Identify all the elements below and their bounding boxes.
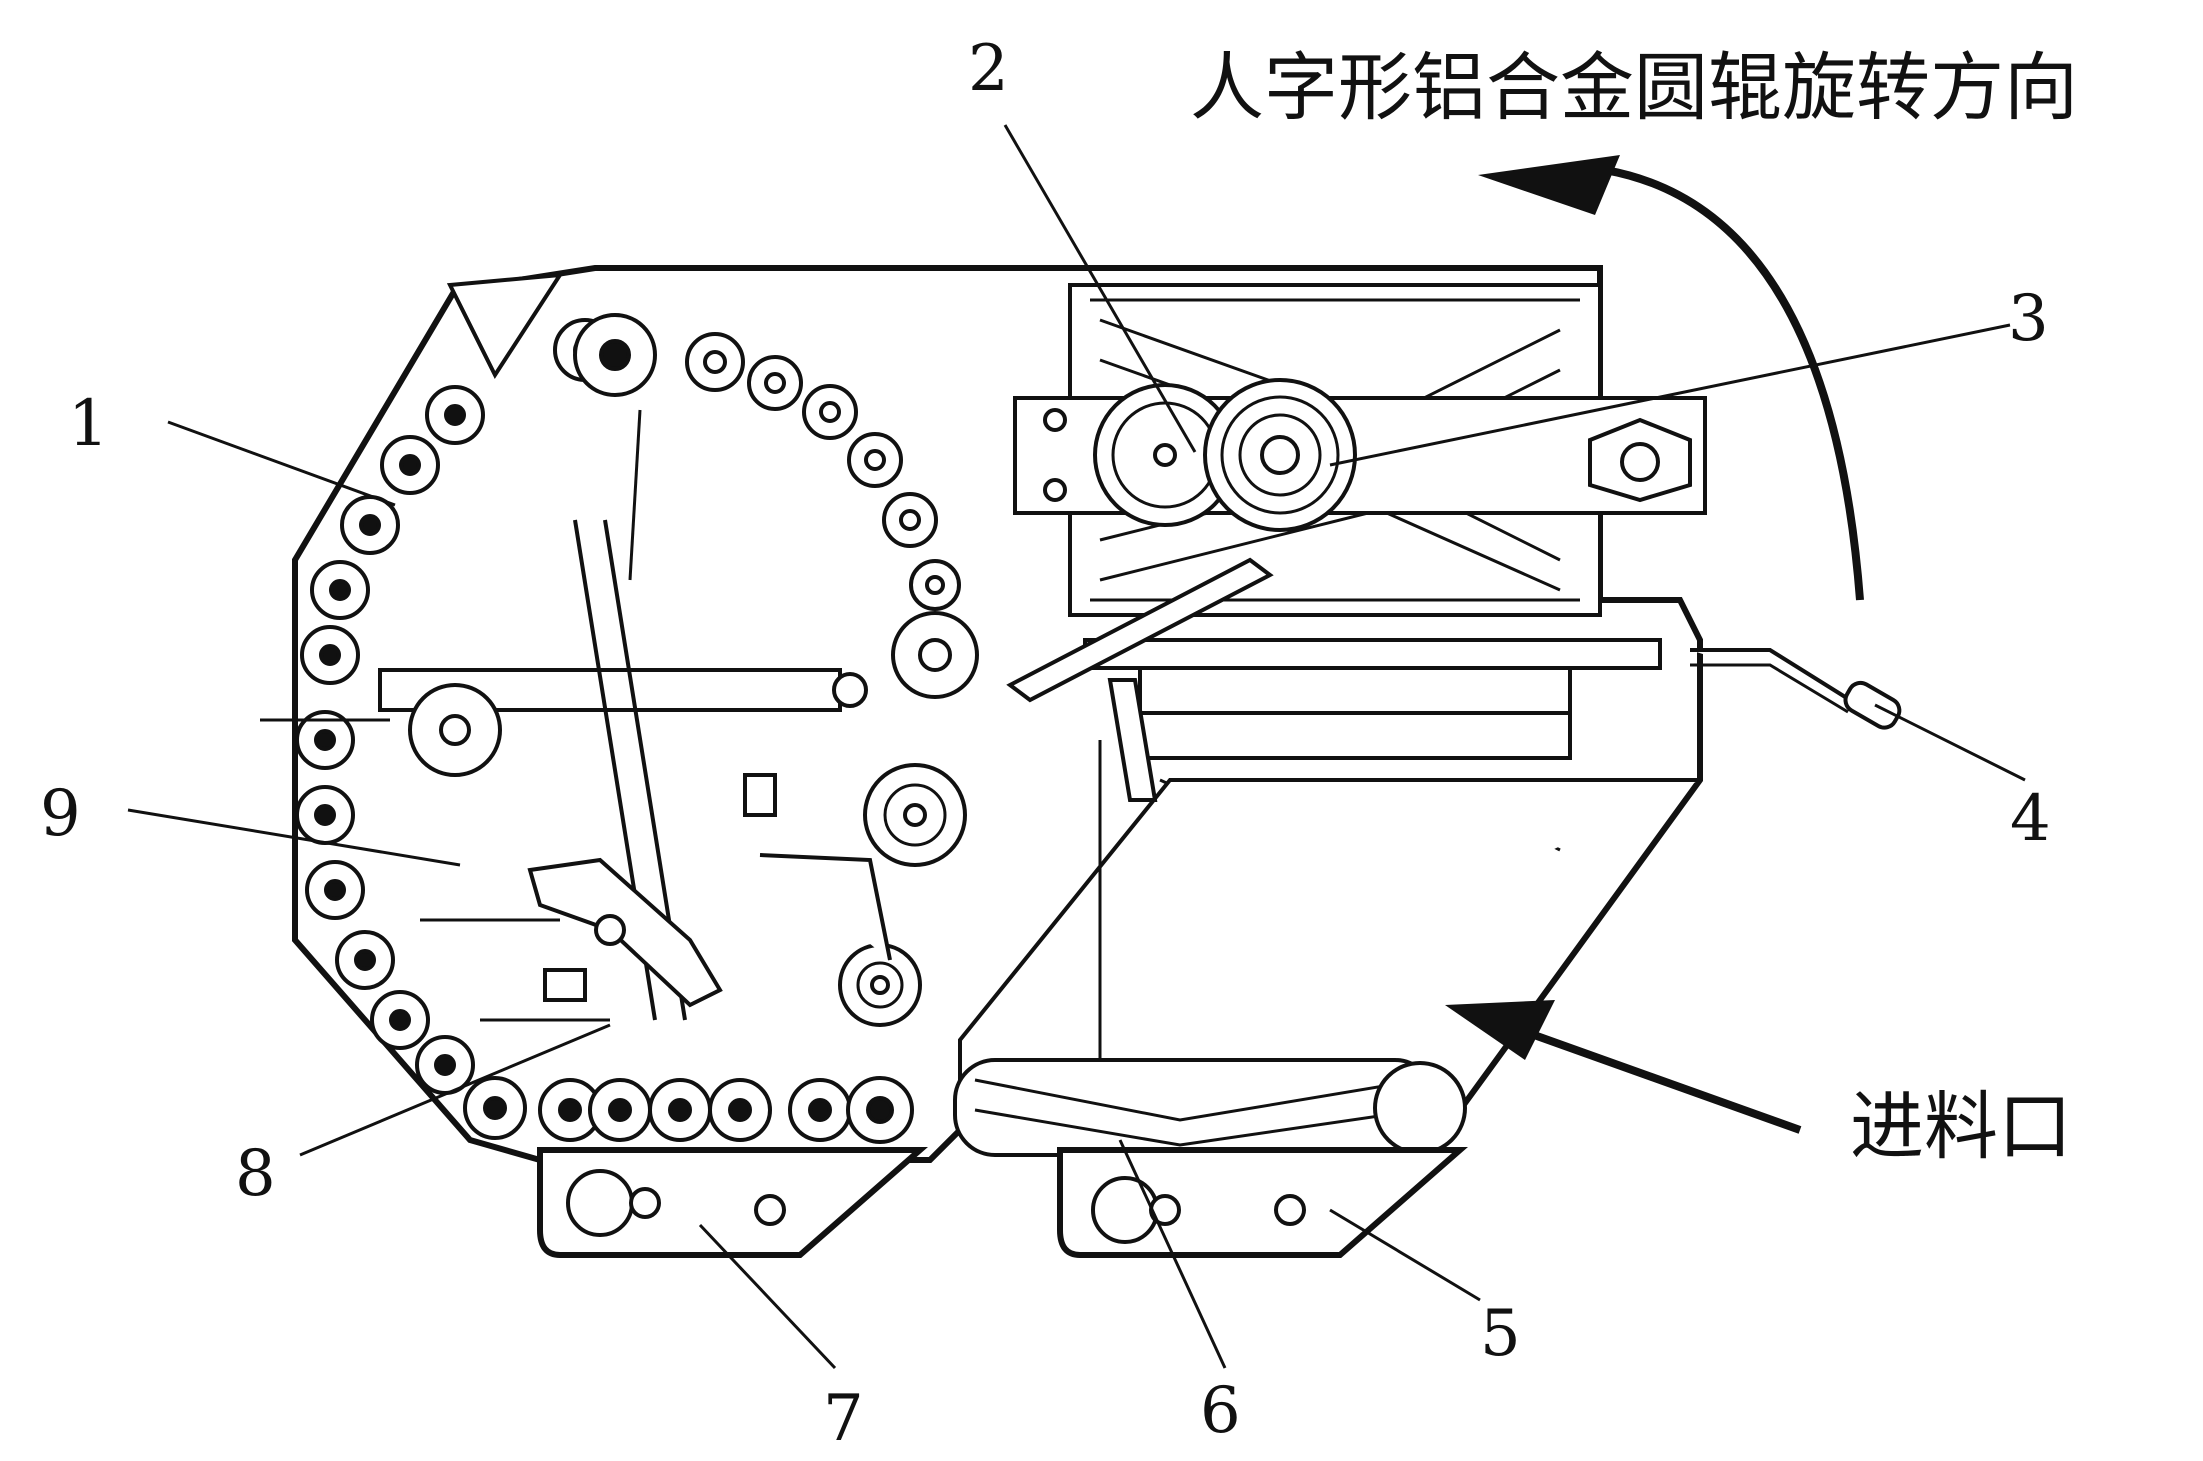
callout-3: 3 xyxy=(2008,282,2049,356)
callout-6: 6 xyxy=(1200,1374,1241,1448)
perimeter-roller-chain xyxy=(295,318,914,1144)
machine-drawing xyxy=(260,265,1902,1258)
inlet-caption: 进料口 xyxy=(1850,1084,2072,1170)
rotation-direction-caption: 人字形铝合金圆辊旋转方向 xyxy=(1190,45,2078,131)
horizontal-shaft xyxy=(1083,638,1662,670)
callout-4: 4 xyxy=(2010,782,2051,856)
top-hopper xyxy=(446,272,564,380)
callout-9: 9 xyxy=(40,777,81,851)
callout-7: 7 xyxy=(823,1382,864,1456)
crank-handle xyxy=(1690,648,1902,730)
arrow-head-icon xyxy=(1478,155,1620,215)
arrow-head-icon xyxy=(1445,1000,1555,1060)
callout-5: 5 xyxy=(1480,1297,1521,1371)
leader-lines xyxy=(127,124,2026,1370)
inner-roller-arc xyxy=(573,313,979,699)
callout-1: 1 xyxy=(68,387,109,461)
rotation-direction-arrow xyxy=(1478,155,1864,601)
front-foot-plate xyxy=(537,1147,928,1258)
herringbone-roller-bottom xyxy=(953,1058,1467,1157)
callout-8: 8 xyxy=(235,1137,276,1211)
callout-2: 2 xyxy=(968,32,1009,106)
inlet-arrow xyxy=(1445,1000,1802,1134)
